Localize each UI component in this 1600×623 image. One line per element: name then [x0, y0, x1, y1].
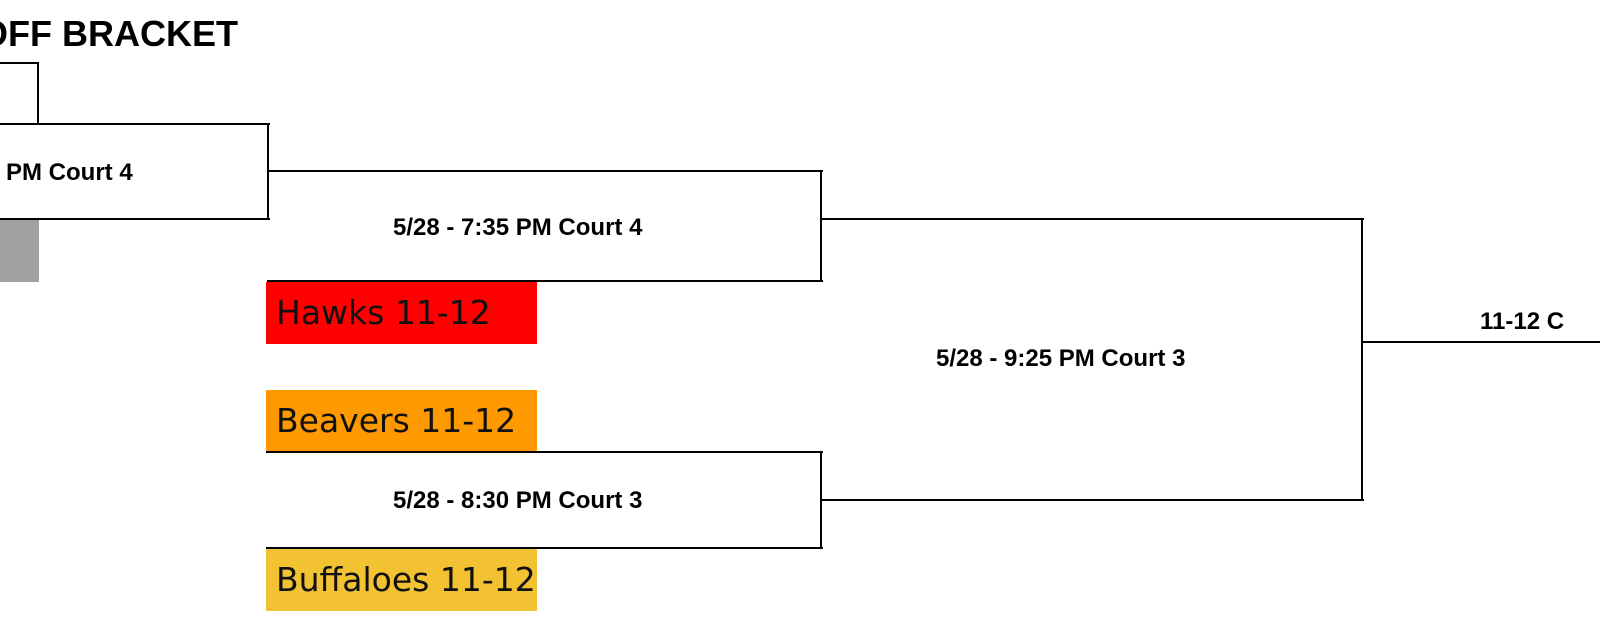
- semifinal-top-label: 5/28 - 7:35 PM Court 4: [393, 214, 643, 241]
- team-slot-buffaloes: Buffaloes 11-12: [266, 549, 537, 611]
- first-round-game-label: PM Court 4: [6, 159, 133, 186]
- championship-label: 11-12 C: [1480, 308, 1565, 335]
- team-slot-hawks: Hawks 11-12: [266, 282, 537, 344]
- semifinal-bottom-label: 5/28 - 8:30 PM Court 3: [393, 487, 643, 514]
- bracket-title: OFF BRACKET: [0, 13, 238, 54]
- final-game-label: 5/28 - 9:25 PM Court 3: [936, 345, 1186, 372]
- tbd-team-slot: [0, 220, 39, 282]
- team-slot-beavers: Beavers 11-12: [266, 390, 537, 451]
